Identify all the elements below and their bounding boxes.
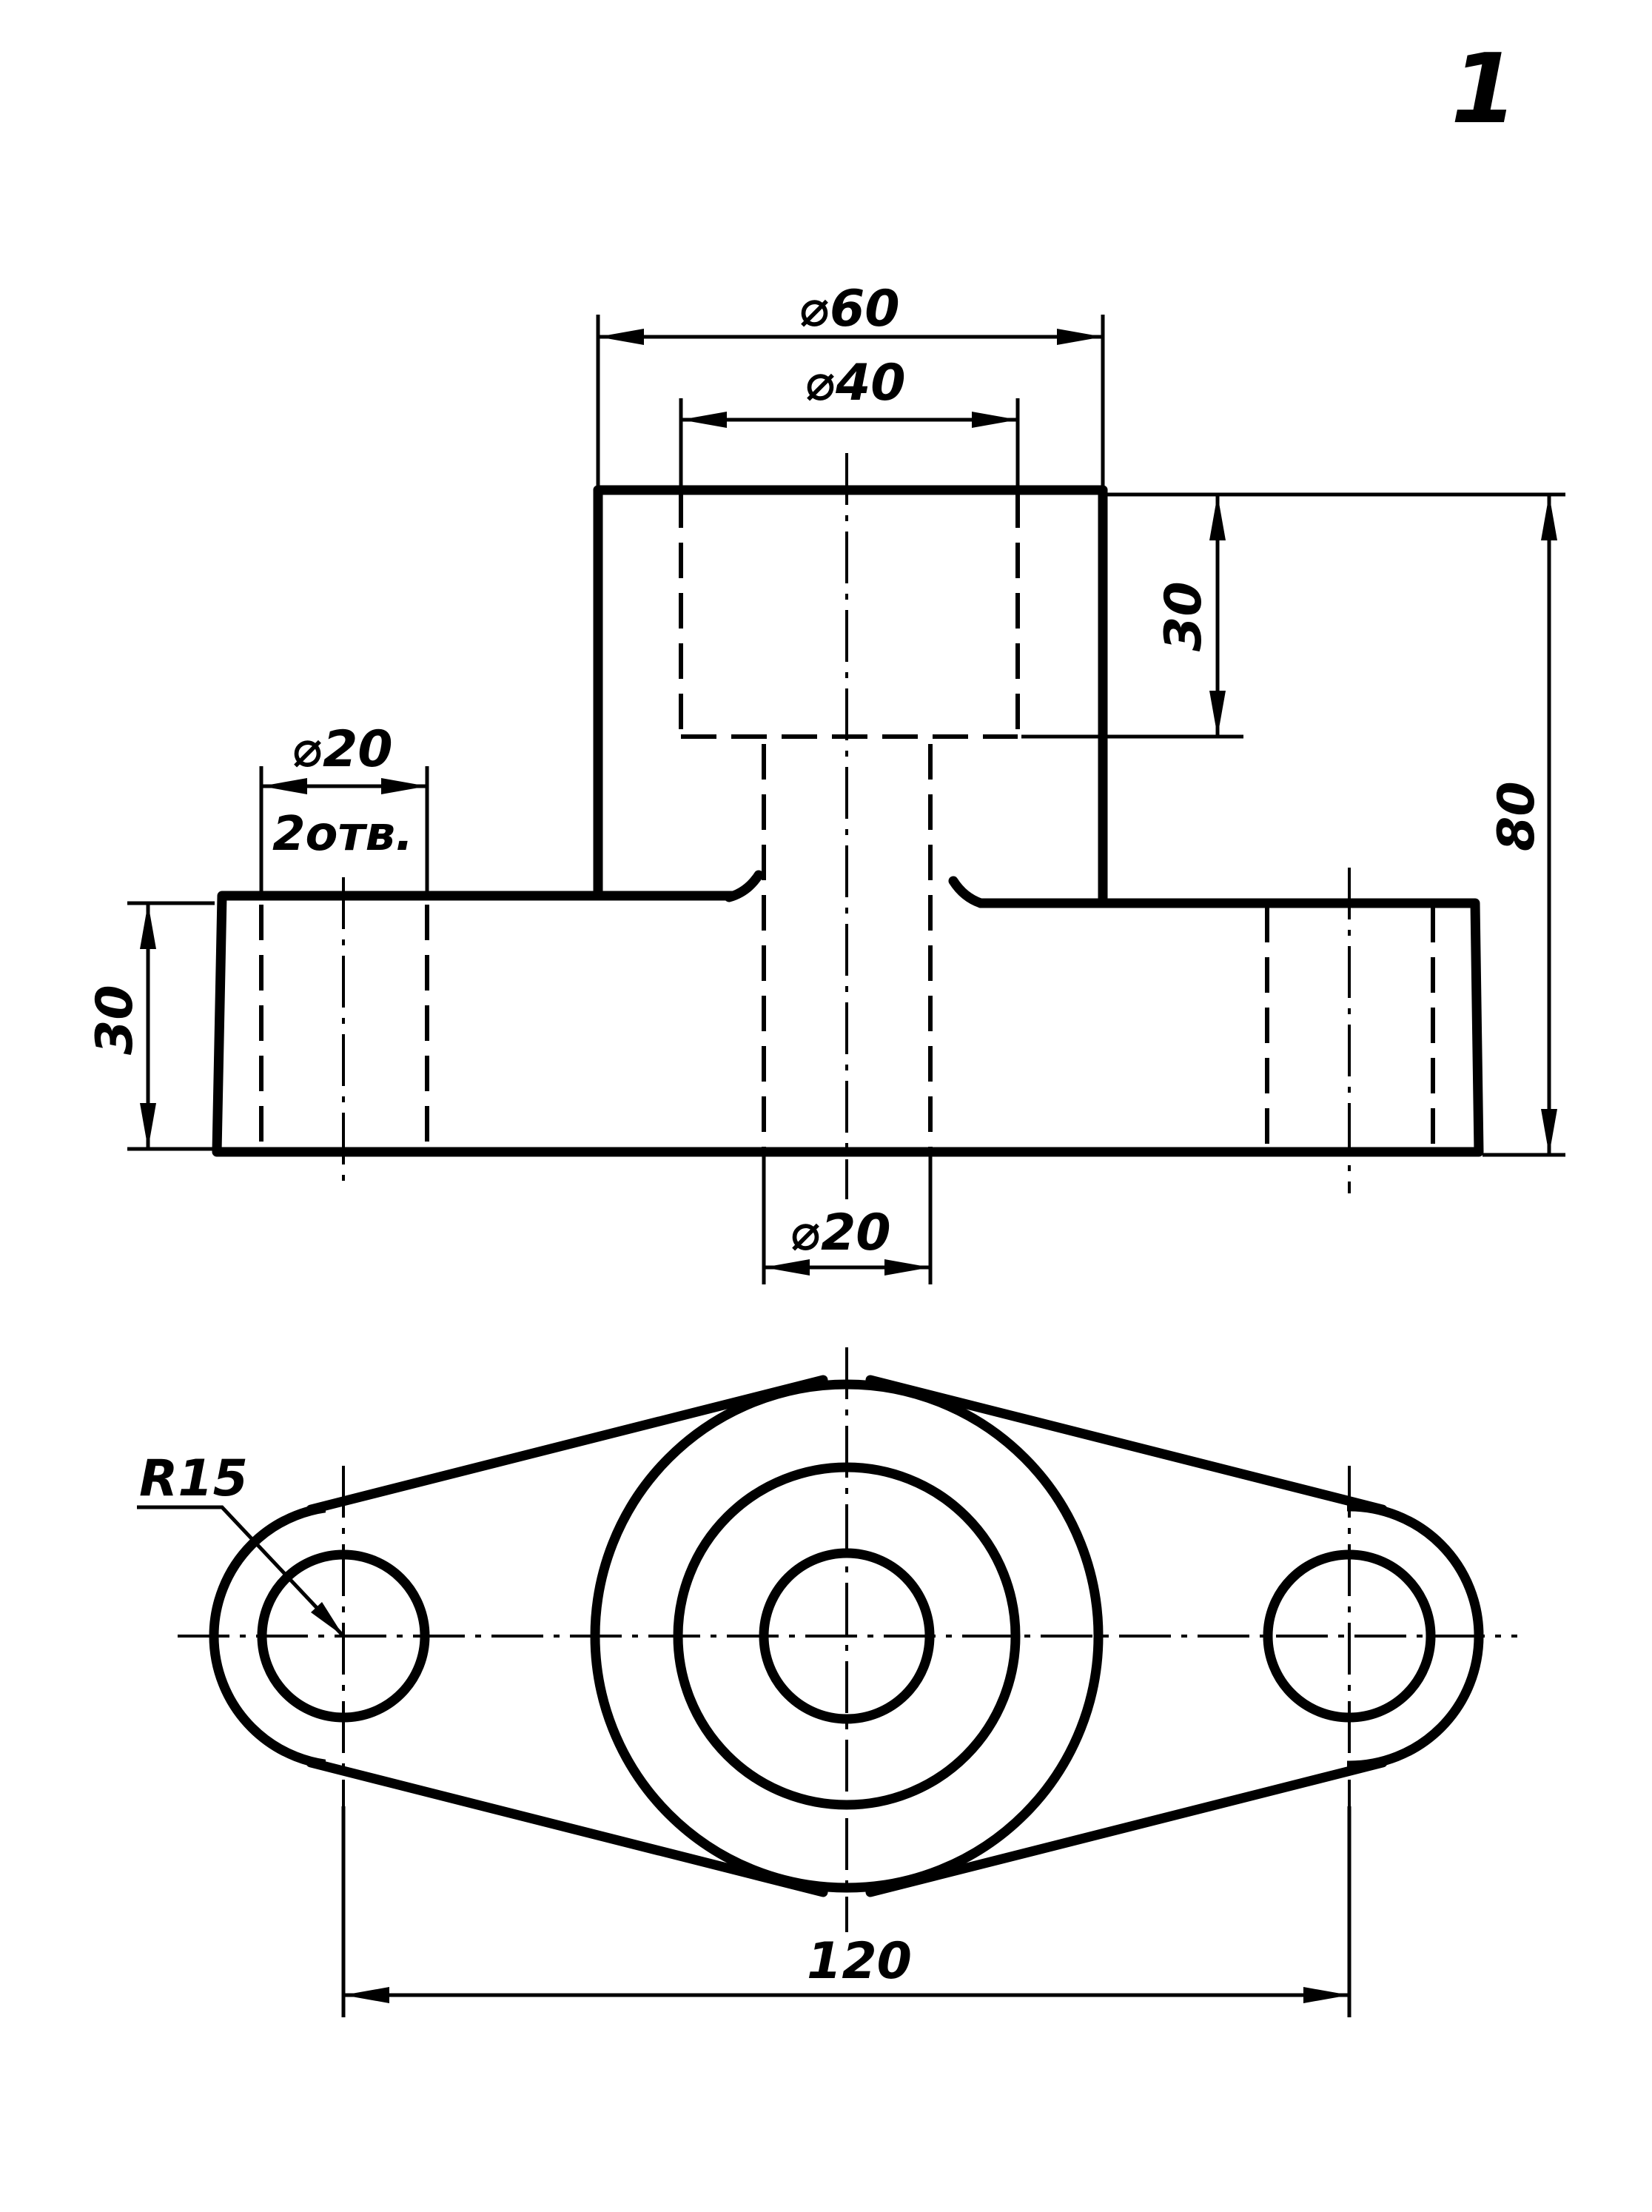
arrow-hole-left: [261, 778, 307, 794]
arrow-total-top: [1541, 495, 1557, 540]
arrow-spacing-left: [343, 1987, 389, 2003]
arrow-dia60-left: [598, 329, 644, 345]
front-view: ⌀60 ⌀40 30 80 30 ⌀20 2отв.: [86, 280, 1565, 1284]
outline-tangent-bottom-left: [306, 1757, 828, 1897]
arrow-dia40-right: [972, 412, 1018, 428]
sheet-number: 1: [1451, 33, 1517, 145]
arrow-hole-right: [381, 778, 427, 794]
dim-label-spacing: 120: [807, 1932, 912, 1991]
fillet-right: [948, 876, 986, 908]
dim-label-bore-depth: 30: [1155, 581, 1213, 651]
leader-radius: [137, 1505, 345, 1638]
fillet-left: [724, 870, 764, 902]
dim-label-hole-count: 2отв.: [272, 807, 413, 862]
arrow-bottom-hole-left: [764, 1259, 810, 1276]
arrow-bore-top: [1209, 495, 1226, 540]
base-outline-right: [737, 898, 1484, 1157]
dim-label-dia60: ⌀60: [799, 280, 900, 338]
outline-tangent-top-left: [306, 1375, 828, 1515]
arrow-flange-top: [140, 903, 156, 949]
outline-tangent-top-right: [865, 1375, 1388, 1515]
top-view: 120 R15: [137, 1347, 1517, 2017]
arrow-total-bottom: [1541, 1109, 1557, 1155]
dim-label-flange-thickness: 30: [86, 985, 144, 1055]
outline-tangent-bottom-right: [865, 1757, 1388, 1897]
dim-label-radius: R15: [139, 1449, 248, 1508]
dim-label-hole-diameter: ⌀20: [292, 720, 393, 779]
arrow-dia40-left: [681, 412, 727, 428]
arrow-flange-bottom: [140, 1103, 156, 1149]
dim-label-bottom-hole: ⌀20: [790, 1204, 891, 1262]
base-outline-left: [212, 891, 748, 1157]
dim-label-dia40: ⌀40: [805, 354, 906, 412]
arrow-dia60-right: [1057, 329, 1103, 345]
arrow-bottom-hole-right: [884, 1259, 930, 1276]
arrow-radius: [311, 1602, 343, 1636]
arrow-bore-bottom: [1209, 691, 1226, 737]
arrow-spacing-right: [1303, 1987, 1349, 2003]
dim-label-total-height: 80: [1488, 781, 1546, 851]
